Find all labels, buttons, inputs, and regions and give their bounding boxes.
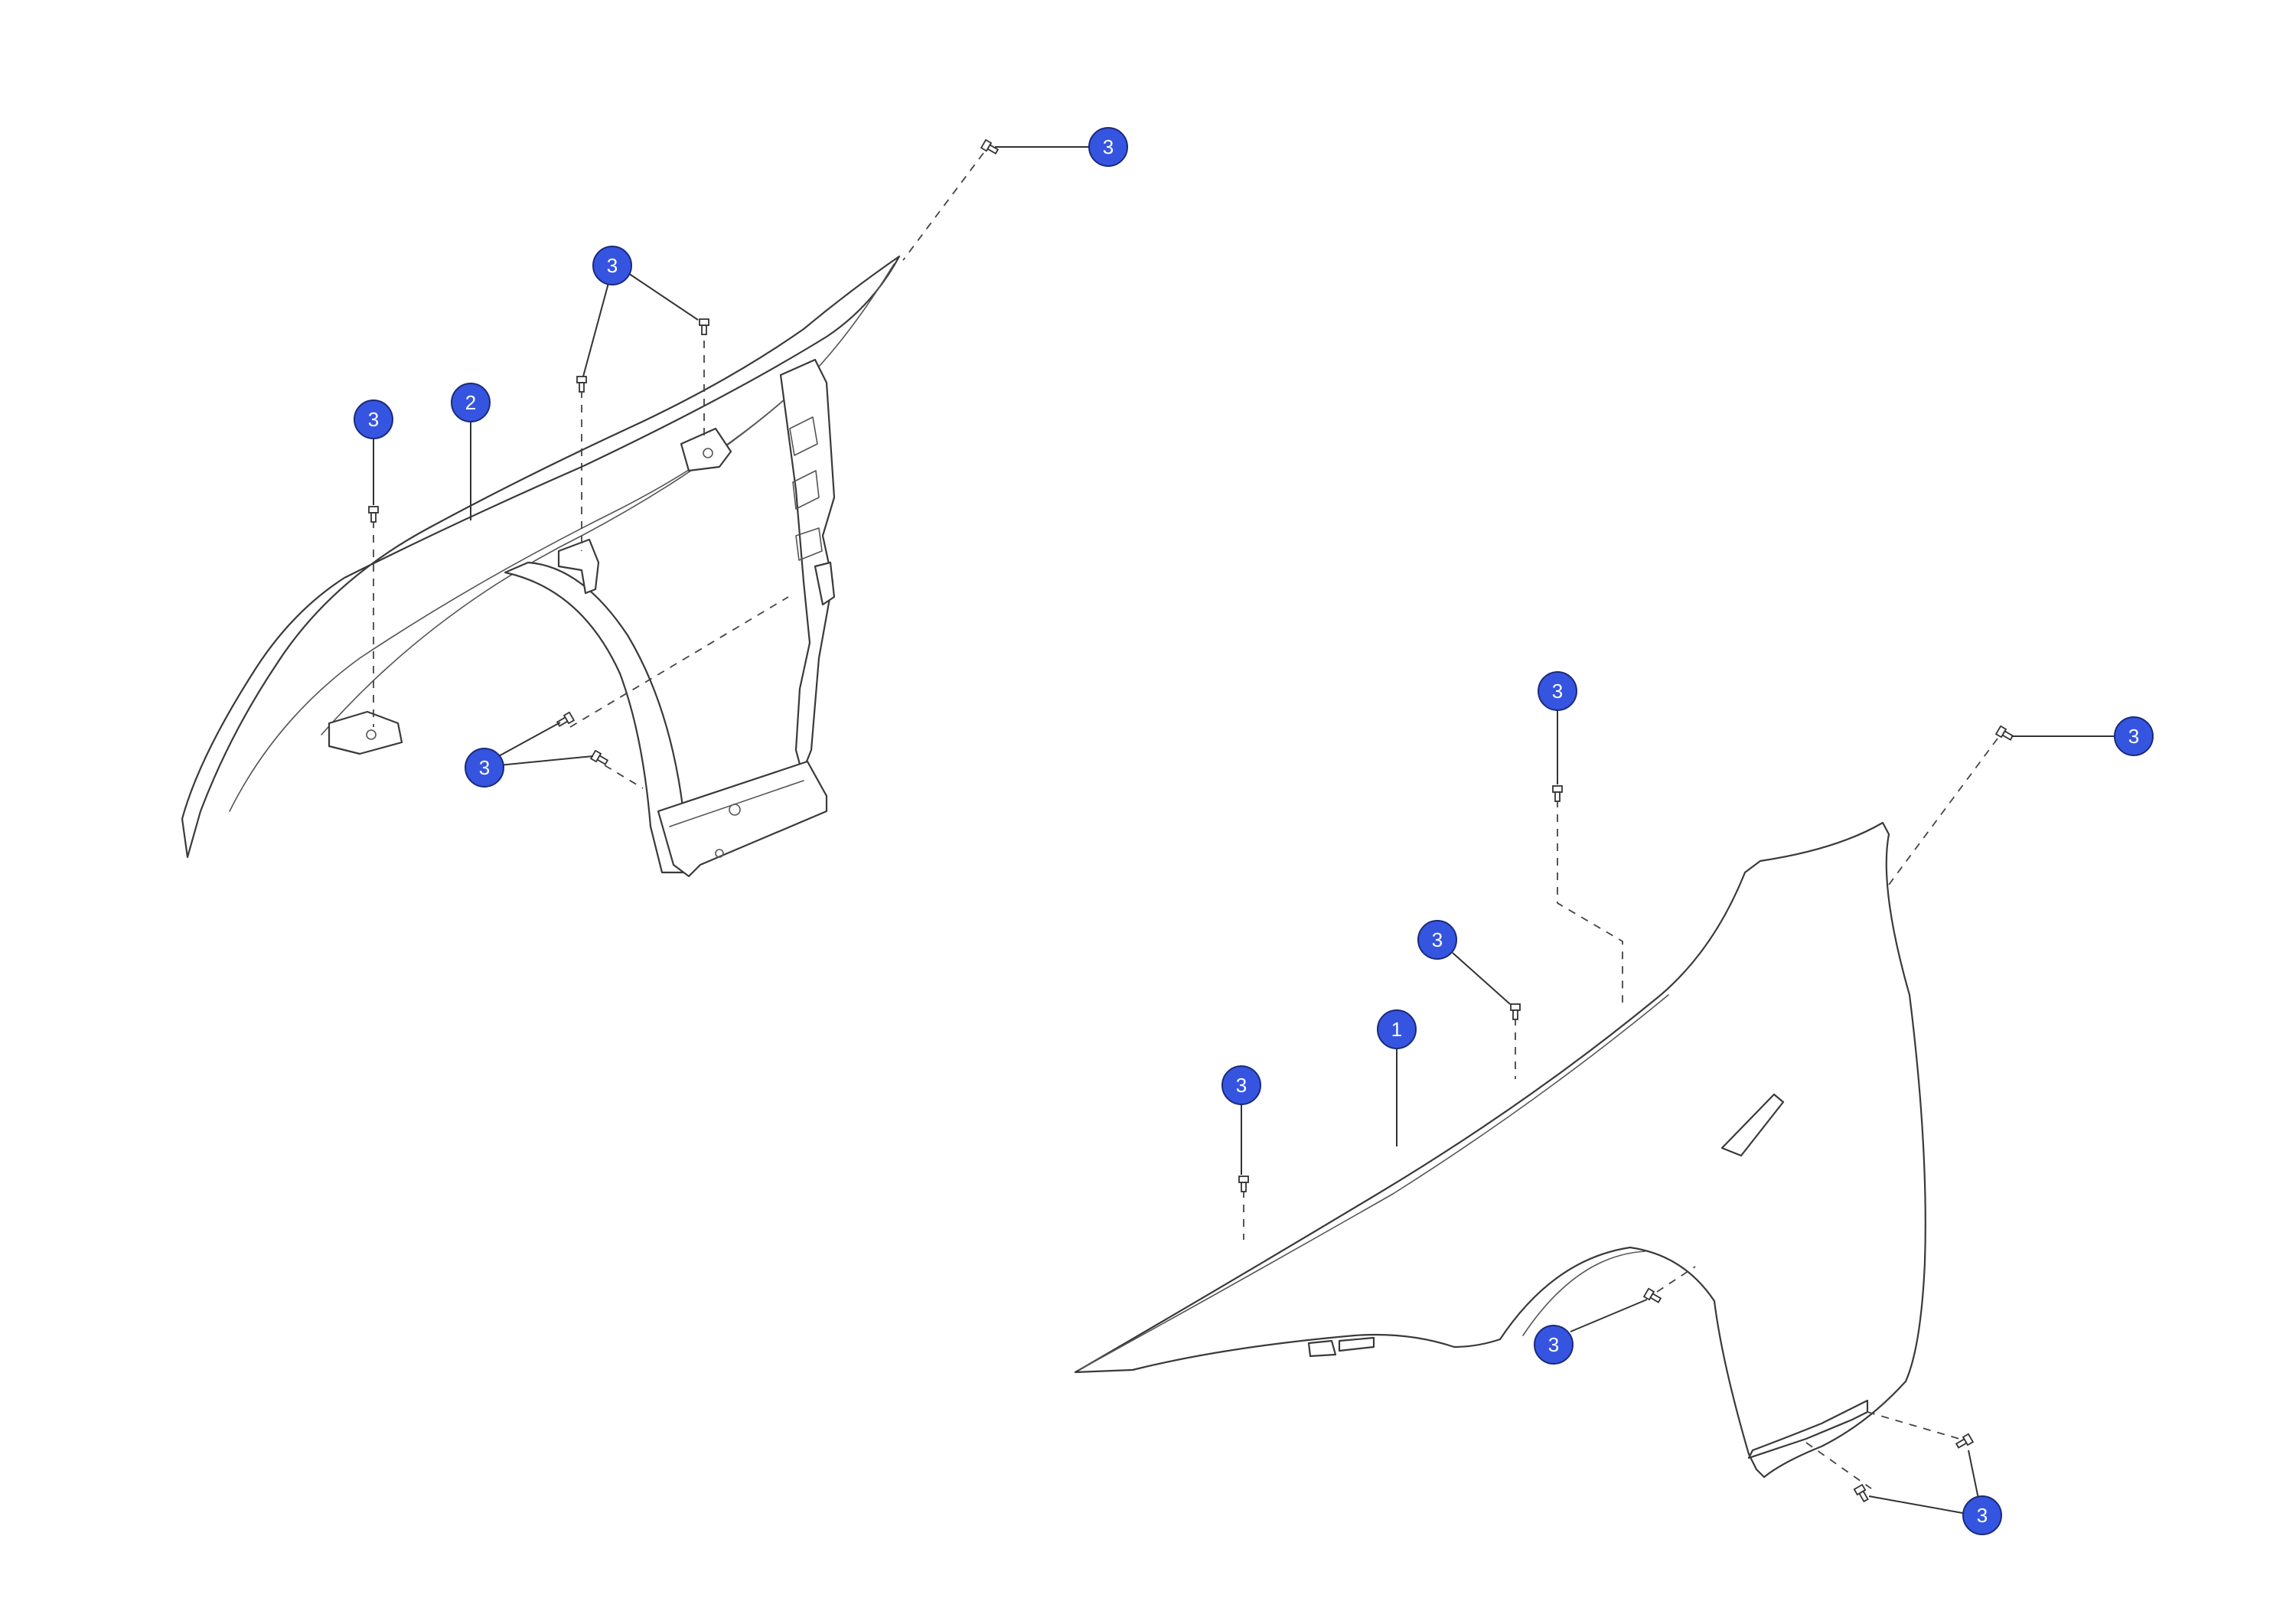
front-panel-rib-2 xyxy=(792,470,820,510)
callout-label: 3 xyxy=(607,254,618,277)
lower-front-tab xyxy=(1307,1339,1337,1358)
lower-bracket-hole xyxy=(729,804,741,816)
guide-right-4 xyxy=(1886,738,1998,889)
bolt-icon xyxy=(576,376,587,393)
fender-inner-view xyxy=(181,255,901,878)
front-panel-rib-3 xyxy=(795,527,823,561)
fender-flange-line-1 xyxy=(321,263,895,735)
callout-c11[interactable]: 3 xyxy=(1534,1325,1574,1365)
leader-c02a xyxy=(582,282,609,377)
bolt-icon xyxy=(1552,785,1563,802)
fasteners xyxy=(368,139,2014,1503)
callout-c04[interactable]: 3 xyxy=(354,399,393,439)
bolt-icon xyxy=(699,318,709,335)
callout-label: 3 xyxy=(1977,1504,1988,1527)
bolt-icon xyxy=(1994,725,2014,741)
leader-c05a xyxy=(495,722,561,758)
assembly-guides xyxy=(373,152,1998,1489)
guide-right-5 xyxy=(1656,1266,1696,1293)
bolt-icon xyxy=(1853,1483,1869,1503)
front-panel-rib-1 xyxy=(789,416,818,456)
mounting-tab-rear-hole xyxy=(366,729,377,740)
callout-c10[interactable]: 3 xyxy=(1221,1065,1261,1105)
callout-c03[interactable]: 2 xyxy=(451,383,491,422)
mounting-tab-front xyxy=(814,561,836,606)
leader-lines xyxy=(373,146,2114,1515)
fender-outer-view xyxy=(1074,821,1926,1479)
callout-c07[interactable]: 3 xyxy=(2114,716,2154,756)
callout-c05[interactable]: 3 xyxy=(465,748,504,788)
mounting-tab-upper xyxy=(680,427,732,472)
callout-label: 1 xyxy=(1391,1018,1402,1041)
callout-c08[interactable]: 3 xyxy=(1417,920,1457,960)
guide-right-6 xyxy=(1867,1411,1960,1440)
mounting-tab-rear xyxy=(328,710,403,755)
leader-c11 xyxy=(1570,1299,1648,1332)
bolt-icon xyxy=(980,139,1000,155)
callout-c12[interactable]: 3 xyxy=(1962,1495,2002,1535)
leader-c08 xyxy=(1452,952,1511,1005)
callout-label: 3 xyxy=(2128,725,2139,748)
bolt-icon xyxy=(1955,1433,1975,1449)
callout-label: 3 xyxy=(368,408,379,431)
guide-left-4 xyxy=(902,152,984,261)
callout-label: 3 xyxy=(1548,1333,1559,1356)
leader-c02b xyxy=(625,271,699,321)
bolt-icon xyxy=(368,506,379,523)
lower-front-tab-2 xyxy=(1338,1336,1375,1352)
bolt-icon xyxy=(556,711,576,727)
fender-panel-inner xyxy=(181,255,901,859)
callout-c01[interactable]: 3 xyxy=(1088,127,1128,167)
wheel-arch-liner xyxy=(504,561,690,874)
bolt-icon xyxy=(1642,1287,1662,1303)
fender-flange-line-2 xyxy=(229,367,820,812)
leader-c12a xyxy=(1968,1450,1979,1499)
bolt-icon xyxy=(1510,1003,1521,1020)
callout-c02[interactable]: 3 xyxy=(592,246,632,285)
callout-label: 3 xyxy=(1236,1074,1247,1097)
callout-label: 2 xyxy=(465,391,476,414)
fender-front-panel xyxy=(779,358,836,774)
mounting-tab-middle xyxy=(557,538,600,595)
callout-c06[interactable]: 3 xyxy=(1538,671,1577,711)
lower-bracket-hole-2 xyxy=(715,849,724,858)
guide-left-6 xyxy=(604,765,644,789)
bolt-icon xyxy=(1238,1176,1249,1192)
leader-c12b xyxy=(1868,1495,1968,1515)
callout-label: 3 xyxy=(1432,928,1443,951)
callouts: 3 3 2 3 3 3 3 3 1 3 3 3 xyxy=(354,127,2154,1535)
callout-label: 3 xyxy=(1552,680,1563,703)
side-marker-opening xyxy=(1720,1093,1785,1157)
lower-bracket-edge xyxy=(669,780,804,827)
guide-right-3 xyxy=(1557,800,1623,1003)
bolt-icon xyxy=(589,749,609,765)
lower-mounting-bracket xyxy=(657,760,828,878)
wheel-arch-lip xyxy=(1522,1251,1646,1336)
fender-top-crease xyxy=(1078,994,1669,1371)
callout-label: 3 xyxy=(479,756,490,779)
callout-c09[interactable]: 1 xyxy=(1377,1009,1417,1049)
callout-label: 3 xyxy=(1103,135,1114,158)
fender-panel-outer xyxy=(1074,821,1926,1479)
leader-c05b xyxy=(498,755,594,766)
mounting-tab-upper-hole xyxy=(703,448,713,458)
